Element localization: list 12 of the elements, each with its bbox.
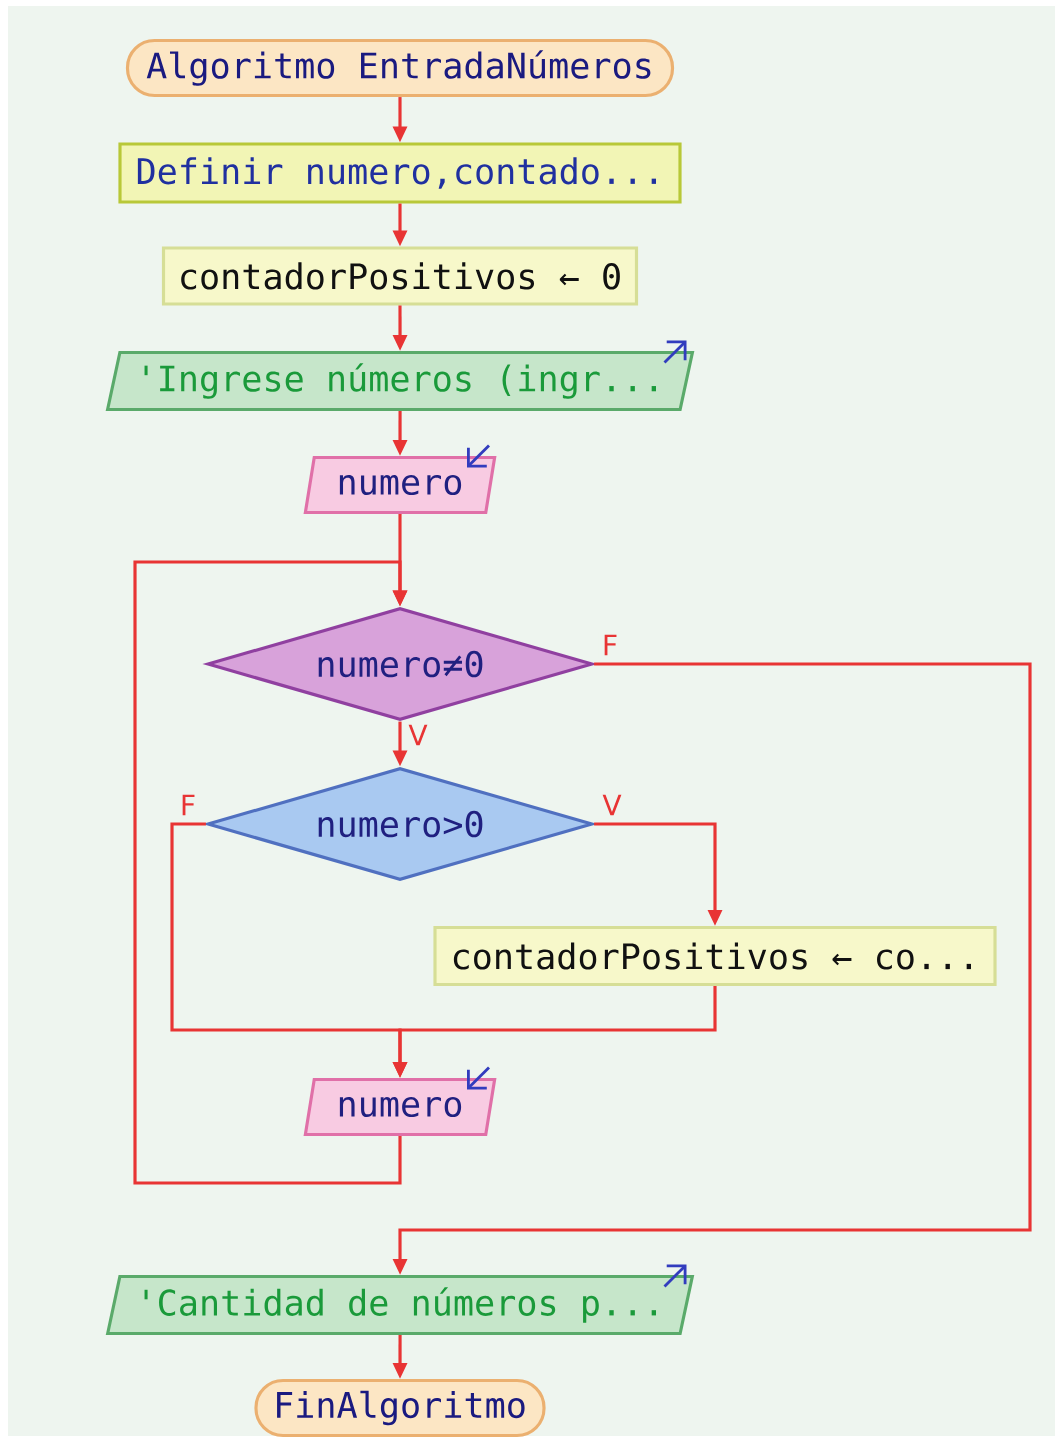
arrow — [133, 560, 408, 1185]
edge-label: V — [602, 794, 622, 816]
io-parallelogram: numero — [303, 455, 497, 515]
process-box: contadorPositivos ← 0 — [161, 246, 639, 306]
io-parallelogram: numero — [303, 1077, 497, 1137]
edge-label: F — [604, 634, 617, 656]
terminal-box: FinAlgoritmo — [254, 1378, 546, 1438]
process-box: contadorPositivos ← co... — [433, 925, 997, 987]
edge-label: F — [182, 794, 195, 816]
process-box: Definir numero,contado... — [118, 142, 682, 204]
terminal-box: Algoritmo EntradaNúmeros — [125, 38, 675, 98]
edge-label: V — [408, 724, 428, 746]
